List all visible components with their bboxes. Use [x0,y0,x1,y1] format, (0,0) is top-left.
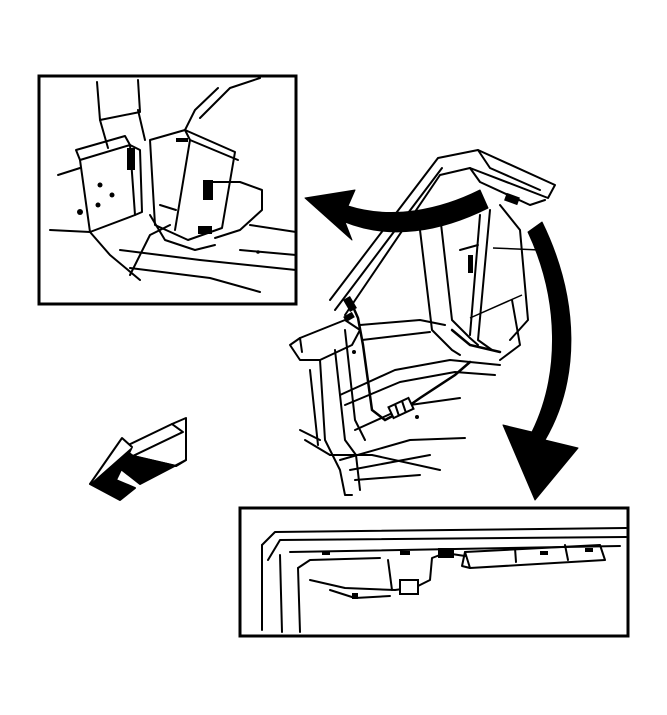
floor-harness-connector [387,396,415,420]
wiring-harness [348,298,502,422]
lower-right-inset-connectors [322,548,593,599]
upper-left-inset-fasteners [77,138,260,254]
lower-right-inset [238,506,630,638]
body-mount-details [343,192,520,419]
upper-left-callout-arrow [304,189,489,241]
upper-left-inset-frame [37,74,298,306]
upper-left-inset-drawing [49,77,297,293]
lower-right-callout-arrow [502,221,579,501]
front-of-vehicle-arrow-icon [89,417,187,501]
lower-right-inset-drawing [261,527,627,633]
leader-lines [469,247,541,319]
upper-left-inset [37,74,298,306]
vehicle-body-structure [289,149,556,496]
